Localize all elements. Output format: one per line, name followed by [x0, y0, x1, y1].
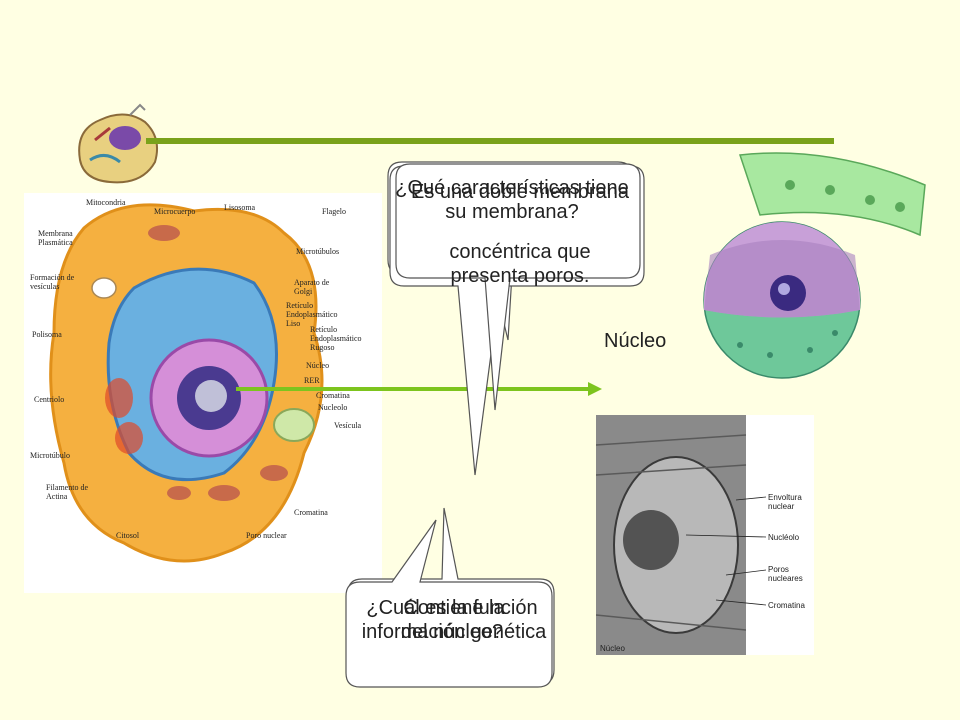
cell-label: Mitocondria [86, 198, 126, 207]
micrograph-label: Cromatina [768, 601, 805, 610]
micrograph-label: Envoltura nuclear [768, 493, 802, 511]
cell-label: Nucleolo [318, 403, 348, 412]
micrograph-caption: Núcleo [600, 644, 625, 653]
nucleus-3d-illustration [703, 221, 861, 379]
speech-bubbles-bottom [345, 507, 555, 688]
cell-label: Lisosoma [224, 203, 256, 212]
micrograph-pointers [685, 496, 767, 606]
title-bar [146, 138, 834, 144]
bubble-answer-pores: concéntrica que presenta poros. [449, 241, 591, 287]
cell-label: Microtúbulos [296, 247, 340, 256]
cell-diagram: Mitocondria Microcuerpo Lisosoma Flagelo… [24, 193, 382, 593]
cell-label: Membrana Plasmática [38, 229, 73, 247]
bubble-answer-membrane: Es una doble membrana [411, 181, 629, 203]
bubble-question-function: ¿Cuál es la función del núcleo? [366, 597, 538, 643]
cell-label: Vesícula [334, 421, 362, 430]
micrograph-label: Poros nucleares [768, 565, 803, 583]
cell-label: Cromatina [316, 391, 350, 400]
nuclear-envelope-illustration [738, 152, 926, 237]
bubble-answer-function: Contiene la información genética [361, 597, 547, 643]
cell-label: Poro nuclear [246, 531, 287, 540]
cell-label: Citosol [116, 531, 140, 540]
cell-label: Formación de vesículas [30, 273, 75, 291]
micrograph-image [596, 415, 746, 655]
cell-label: Microcuerpo [154, 207, 196, 216]
cell-label: Centriolo [34, 395, 65, 404]
cell-label: Aparato de Golgi [294, 278, 330, 296]
cell-logo-icon [78, 103, 158, 184]
cell-label: Cromatina [294, 508, 328, 517]
nucleus-label: Núcleo [604, 330, 667, 352]
cell-label: Polisoma [32, 330, 62, 339]
cell-label: Flagelo [322, 207, 346, 216]
cell-label: Retículo Endoplasmático Liso [286, 301, 338, 328]
micrograph-label: Nucléolo [768, 533, 800, 542]
cell-drawing [49, 203, 324, 563]
cell-label: Retículo Endoplasmático Rugoso [310, 325, 362, 352]
cell-label: Microtúbulo [30, 451, 70, 460]
arrow [236, 382, 602, 396]
bubble-question-membrane: ¿Qué características tiene su membrana? [395, 177, 629, 223]
cell-label: Filamento de Actina [46, 483, 88, 501]
cell-label: RER [304, 376, 320, 385]
electron-micrograph: Núcleo Envoltura nuclear Nucléolo Poros … [596, 415, 814, 655]
speech-bubbles-top [387, 161, 645, 476]
cell-label: Núcleo [306, 361, 330, 370]
